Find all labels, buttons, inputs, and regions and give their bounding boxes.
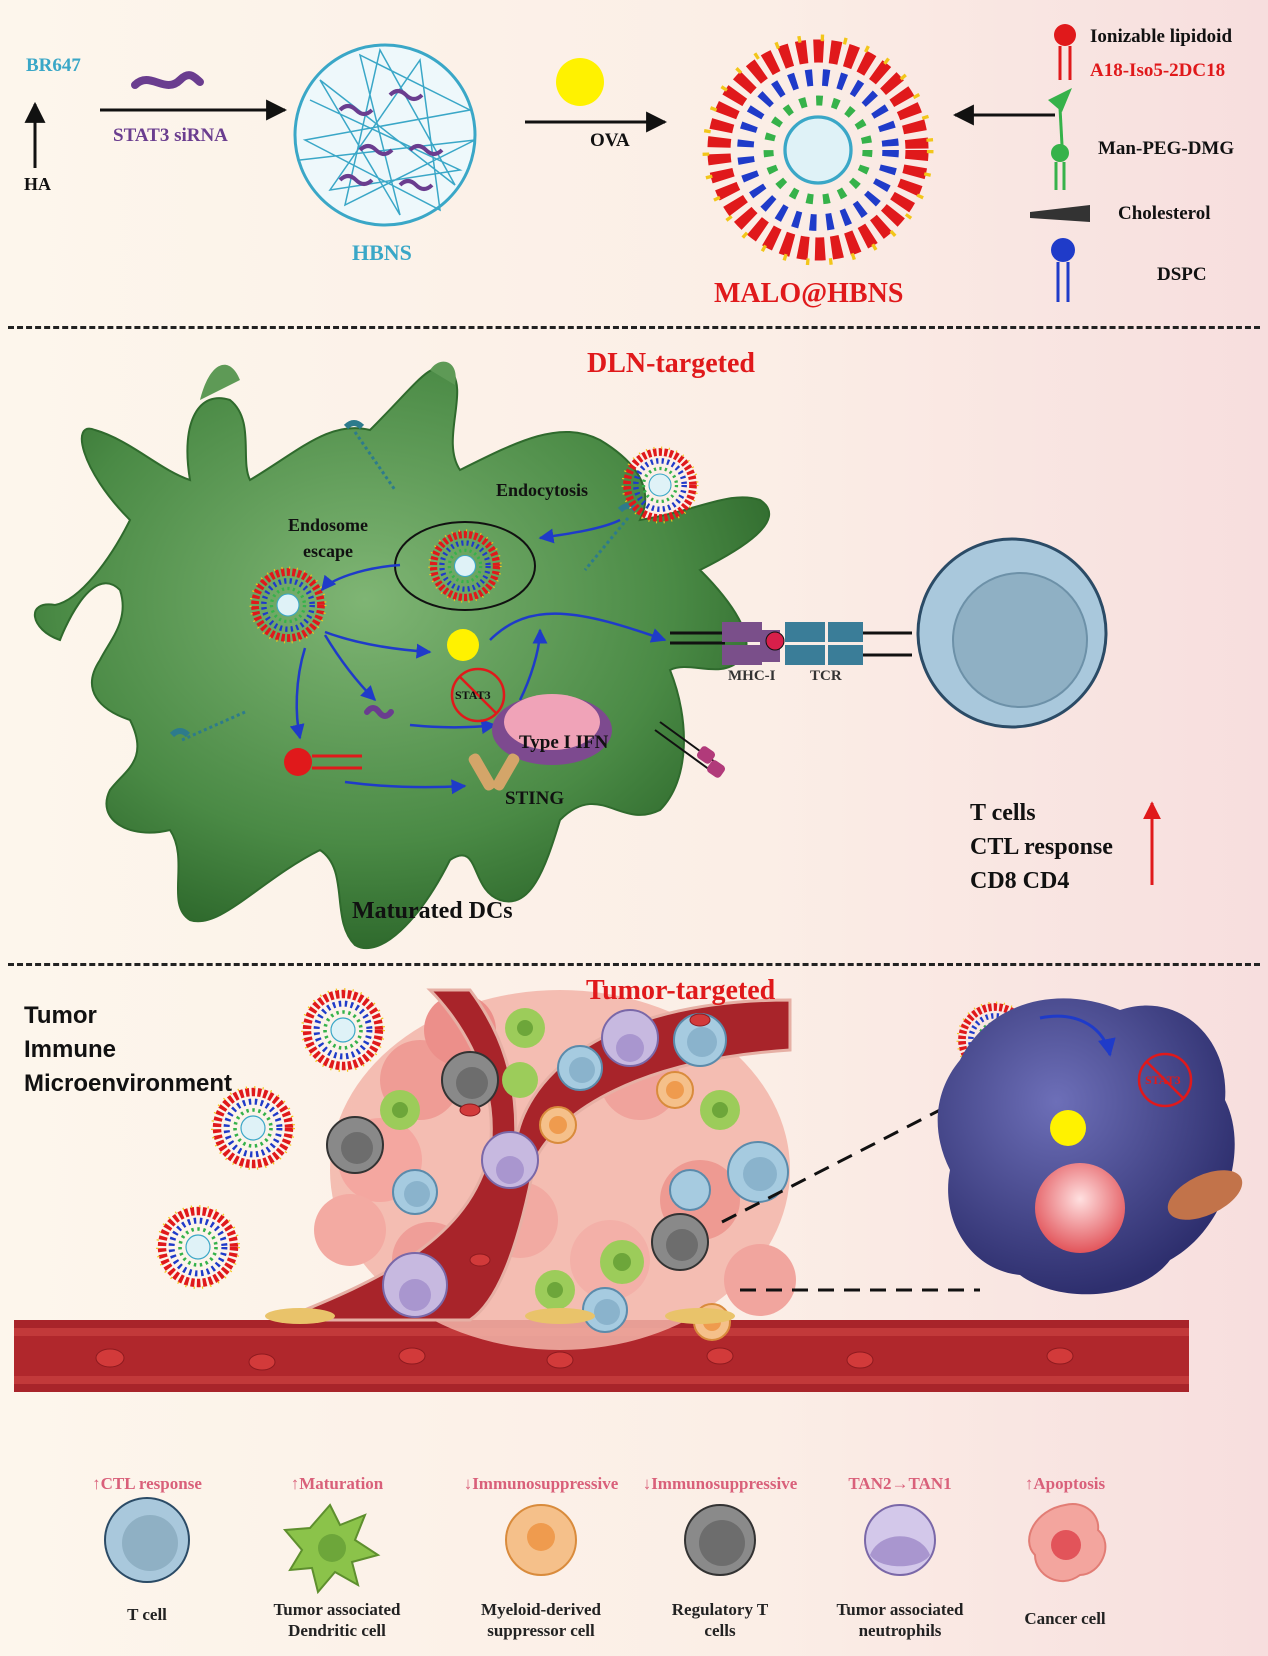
pathway-arrows [289, 518, 667, 795]
surface-receptor [654, 721, 725, 778]
treg-icon [684, 1504, 756, 1576]
nanoparticle-tme [157, 1206, 239, 1288]
nanoparticle-tme [302, 989, 384, 1071]
tcells-label: T cells [970, 800, 1036, 826]
type1-ifn-label: Type I IFN [519, 732, 609, 753]
section-divider [8, 963, 1260, 966]
nucleus-er [492, 694, 612, 765]
ionizable-lipidoid-name: A18-Iso5-2DC18 [1090, 60, 1226, 81]
neutrophil-icon [864, 1504, 936, 1576]
legend-effect: ↑Maturation [290, 1474, 384, 1493]
ionizable-lipidoid-label: Ionizable lipidoid [1090, 26, 1233, 47]
matured-dcs-label: Maturated DCs [352, 898, 513, 924]
legend-effect: ↓Immunosuppressive [642, 1474, 798, 1493]
cd8-cd4-label: CD8 CD4 [970, 868, 1070, 894]
zoom-line [721, 1108, 941, 1224]
legend-effect: ↓Immunosuppressive [463, 1474, 619, 1493]
uptake-arrow [1039, 1014, 1116, 1057]
sting-protein [468, 753, 520, 791]
hbns-nanosphere [293, 43, 477, 227]
t-cell-icon [104, 1497, 190, 1583]
br647-label: BR647 [26, 55, 81, 76]
legend-name: Regulatory T cells [671, 1600, 769, 1640]
legend-name: Cancer cell [1024, 1609, 1106, 1628]
sirna-strand [131, 71, 204, 89]
legend-effect: TAN2→TAN1 [848, 1474, 952, 1493]
legend-name: T cell [127, 1605, 167, 1624]
endocytosis-label: Endocytosis [496, 480, 589, 500]
man-peg-dmg-icon [1048, 88, 1072, 190]
legend-effect: ↑Apoptosis [1024, 1474, 1106, 1493]
tme-line-1: Tumor [24, 1002, 97, 1029]
mdsc-icon [505, 1504, 577, 1576]
dspc-label: DSPC [1157, 264, 1207, 285]
ova-label: OVA [590, 130, 630, 151]
sirna-label: STAT3 siRNA [113, 125, 228, 146]
mannose-receptor [169, 710, 246, 742]
stat3-cancer-label: STAT3 [1145, 1073, 1181, 1087]
tme-line-2: Immune [24, 1036, 117, 1063]
endothelial-cells [265, 1308, 735, 1324]
mhc-label: MHC-I [728, 668, 776, 684]
cancer-cell-zoom [937, 998, 1243, 1295]
tumor-targeted-title: Tumor-targeted [586, 975, 776, 1006]
section-divider [8, 326, 1260, 329]
ha-label: HA [24, 174, 51, 194]
mhc-tcr-synapse [670, 622, 912, 665]
legend-name: Tumor associated neutrophils [836, 1600, 964, 1640]
man-peg-dmg-label: Man-PEG-DMG [1098, 138, 1235, 159]
legend-name: Tumor associated Dendritic cell [273, 1600, 401, 1640]
sirna-in-cell [364, 705, 394, 719]
mannose-receptor [343, 420, 397, 491]
dendritic-cell-icon [282, 1503, 381, 1595]
malo-hbns-nanoparticle [706, 38, 930, 262]
dendritic-cell [34, 361, 770, 950]
legend-name: Myeloid-derived suppressor cell [481, 1600, 601, 1640]
cancer-cell-icon [1028, 1503, 1107, 1582]
tme-line-3: Microenvironment [24, 1070, 233, 1097]
cholesterol-icon [1030, 205, 1090, 222]
legend-effect: ↑CTL response [92, 1474, 202, 1493]
dln-targeted-title: DLN-targeted [587, 348, 755, 379]
endosome-escape-label: Endosome escape [288, 515, 369, 561]
red-blood-cells [95, 1013, 1074, 1371]
ionizable-lipidoid-in-cell [284, 748, 362, 776]
stat3-label: STAT3 [455, 688, 491, 702]
sting-label: STING [505, 788, 565, 809]
ctl-response-label: CTL response [970, 834, 1113, 860]
malo-hbns-label: MALO@HBNS [714, 278, 904, 309]
tcr-label: TCR [810, 668, 842, 684]
dspc-icon [1051, 238, 1075, 302]
ionizable-lipidoid-icon [1054, 24, 1076, 80]
hbns-label: HBNS [352, 240, 412, 265]
nanoparticle-tme [212, 1087, 294, 1169]
cholesterol-label: Cholesterol [1118, 203, 1211, 224]
t-cell-large [916, 537, 1108, 729]
ova-in-cell [447, 629, 479, 661]
stat3-inhibited-icon [450, 667, 506, 723]
ova-antigen [556, 58, 604, 106]
